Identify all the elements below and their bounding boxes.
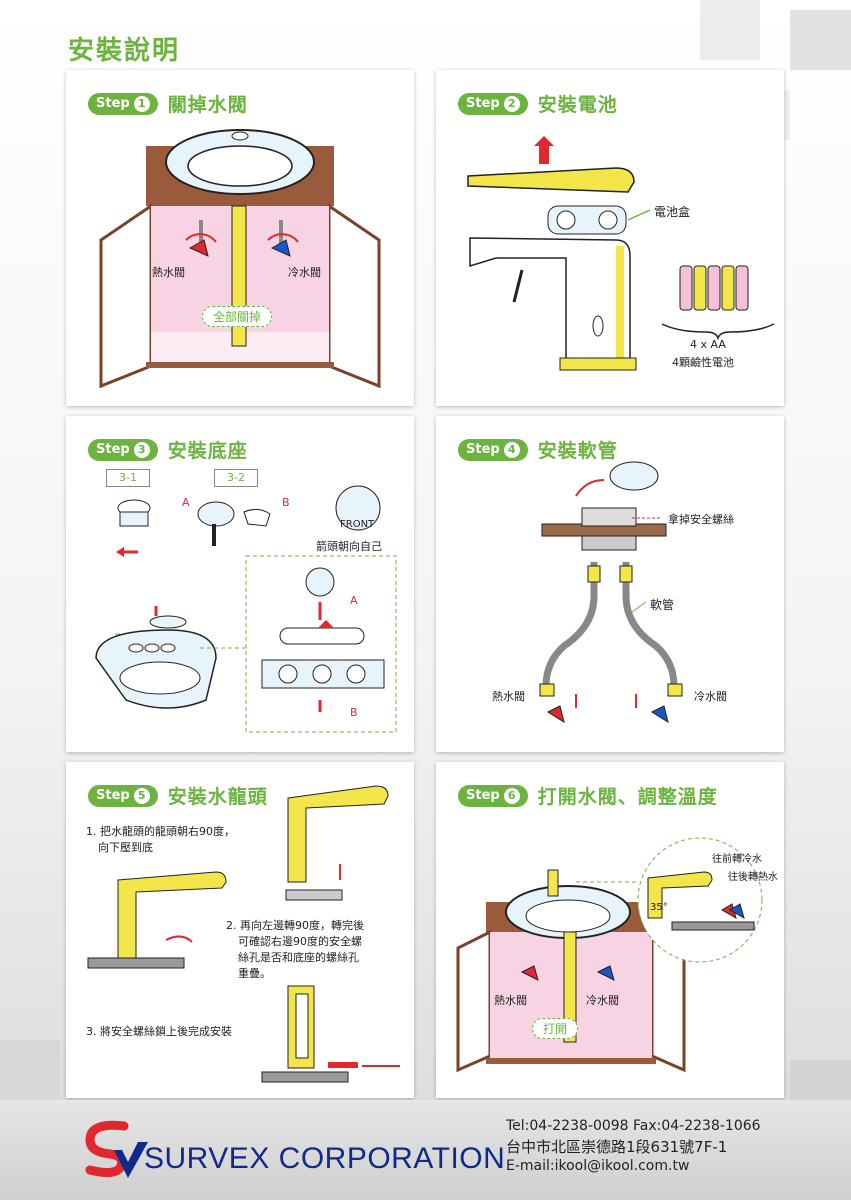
step-word: Step <box>466 95 500 111</box>
step-3-header: Step 3 安裝底座 <box>88 436 248 463</box>
battery-desc-label: 4顆鹼性電池 <box>672 356 734 369</box>
battery-count-label: 4 x AA <box>690 338 726 351</box>
step-word: Step <box>466 787 500 803</box>
step-5-illustration <box>87 785 400 1083</box>
open-bubble: 打開 <box>532 1018 579 1039</box>
hot-valve-label: 熱水閥 <box>492 690 525 703</box>
step-4-panel: Step 4 安裝軟管 拿掉安全螺絲 軟管 熱水閥 冷水閥 <box>436 416 784 752</box>
step-2-illustration <box>467 136 775 371</box>
back-hot-label: 往後轉熱水 <box>728 872 778 883</box>
step-number: 2 <box>503 95 520 112</box>
step-3-title: 安裝底座 <box>167 440 248 462</box>
substep-3-2-tab: 3-2 <box>214 469 258 487</box>
step-word: Step <box>96 441 130 457</box>
step-3-badge: Step 3 <box>88 438 158 461</box>
forward-cold-label: 往前轉冷水 <box>712 854 762 865</box>
step-number: 6 <box>503 787 520 804</box>
step-5-header: Step 5 安裝水龍頭 <box>88 782 268 809</box>
step-6-header: Step 6 打開水閥、調整溫度 <box>458 782 718 809</box>
instruction-line: 2. 再向左邊轉90度，轉完後 <box>226 919 364 932</box>
instruction-1: 1. 把水龍頭的龍頭朝右90度， 向下壓到底 <box>86 824 235 856</box>
part-b-label: B <box>282 496 290 509</box>
background-decoration <box>700 0 760 60</box>
instruction-line: 可確認右邊90度的安全螺 <box>238 935 362 948</box>
step-4-badge: Step 4 <box>458 438 528 461</box>
address: 台中市北區崇德路1段631號7F-1 <box>506 1138 728 1156</box>
step-5-panel: Step 5 安裝水龍頭 1. 把水龍頭的龍頭朝右90度， 向下壓到底 2. 再… <box>66 762 414 1098</box>
step-6-illustration <box>456 837 763 1073</box>
cold-valve-label: 冷水閥 <box>586 994 619 1007</box>
background-decoration <box>790 1060 851 1100</box>
arrow-note-label: 箭頭朝向自己 <box>316 540 382 553</box>
step-2-panel: Step 2 安裝電池 電池盒 4 x AA 4顆鹼性電池 <box>436 70 784 406</box>
step-5-title: 安裝水龍頭 <box>167 786 268 808</box>
step-4-illustration <box>539 461 683 724</box>
step-number: 1 <box>133 95 150 112</box>
battery-box-label: 電池盒 <box>654 205 691 219</box>
step-1-panel: Step 1 關掉水閥 熱水閥 冷水閥 全部關掉 <box>66 70 414 406</box>
instruction-2: 2. 再向左邊轉90度，轉完後 可確認右邊90度的安全螺 絲孔是否和底座的螺絲孔… <box>226 918 364 982</box>
step-3-panel: Step 3 安裝底座 3-1 3-2 A B FRONT 箭頭朝向自己 A B <box>66 416 414 752</box>
step-2-badge: Step 2 <box>458 92 528 115</box>
tel-fax: Tel:04-2238-0098 Fax:04-2238-1066 <box>506 1118 761 1134</box>
hot-valve-label: 熱水閥 <box>494 994 527 1007</box>
step-word: Step <box>96 95 130 111</box>
step-1-badge: Step 1 <box>88 92 158 115</box>
cold-valve-label: 冷水閥 <box>694 690 727 703</box>
part-a-label: A <box>182 496 190 509</box>
instruction-line: 重疊。 <box>238 967 271 980</box>
background-decoration <box>0 1040 60 1100</box>
hose-label: 軟管 <box>650 598 675 612</box>
front-mark-label: FRONT <box>340 519 375 530</box>
step-1-header: Step 1 關掉水閥 <box>88 90 248 117</box>
step-number: 4 <box>503 441 520 458</box>
step-3-illustration <box>95 485 397 733</box>
step-number: 3 <box>133 441 150 458</box>
step-word: Step <box>96 787 130 803</box>
instruction-line: 絲孔是否和底座的螺絲孔 <box>238 951 359 964</box>
angle-label: 35° <box>650 902 668 913</box>
background-decoration <box>790 10 851 70</box>
step-5-badge: Step 5 <box>88 784 158 807</box>
instruction-3: 3. 將安全螺絲鎖上後完成安裝 <box>86 1024 232 1040</box>
instruction-line: 3. 將安全螺絲鎖上後完成安裝 <box>86 1025 232 1038</box>
cold-valve-label: 冷水閥 <box>288 266 321 279</box>
step-4-header: Step 4 安裝軟管 <box>458 436 618 463</box>
page-title: 安裝說明 <box>68 36 181 66</box>
close-all-bubble: 全部關掉 <box>202 306 273 327</box>
step-6-badge: Step 6 <box>458 784 528 807</box>
step-6-panel: Step 6 打開水閥、調整溫度 往前轉冷水 往後轉熱水 35° 熱水閥 冷水閥… <box>436 762 784 1098</box>
part-b-callout: B <box>350 706 358 719</box>
substep-3-1-tab: 3-1 <box>106 469 150 487</box>
part-a-callout: A <box>350 594 358 607</box>
step-word: Step <box>466 441 500 457</box>
step-2-header: Step 2 安裝電池 <box>458 90 618 117</box>
instruction-line: 1. 把水龍頭的龍頭朝右90度， <box>86 825 235 838</box>
step-4-title: 安裝軟管 <box>537 440 618 462</box>
email: E-mail:ikool@ikool.com.tw <box>506 1158 690 1174</box>
company-logo <box>85 1120 148 1178</box>
step-2-title: 安裝電池 <box>537 94 618 116</box>
remove-screw-label: 拿掉安全螺絲 <box>668 513 734 526</box>
step-1-title: 關掉水閥 <box>167 94 248 116</box>
step-number: 5 <box>133 787 150 804</box>
company-name: SURVEX CORPORATION <box>144 1142 506 1175</box>
instruction-line: 向下壓到底 <box>98 841 153 854</box>
step-1-illustration <box>99 129 381 389</box>
hot-valve-label: 熱水閥 <box>152 266 185 279</box>
step-6-title: 打開水閥、調整溫度 <box>537 786 718 808</box>
